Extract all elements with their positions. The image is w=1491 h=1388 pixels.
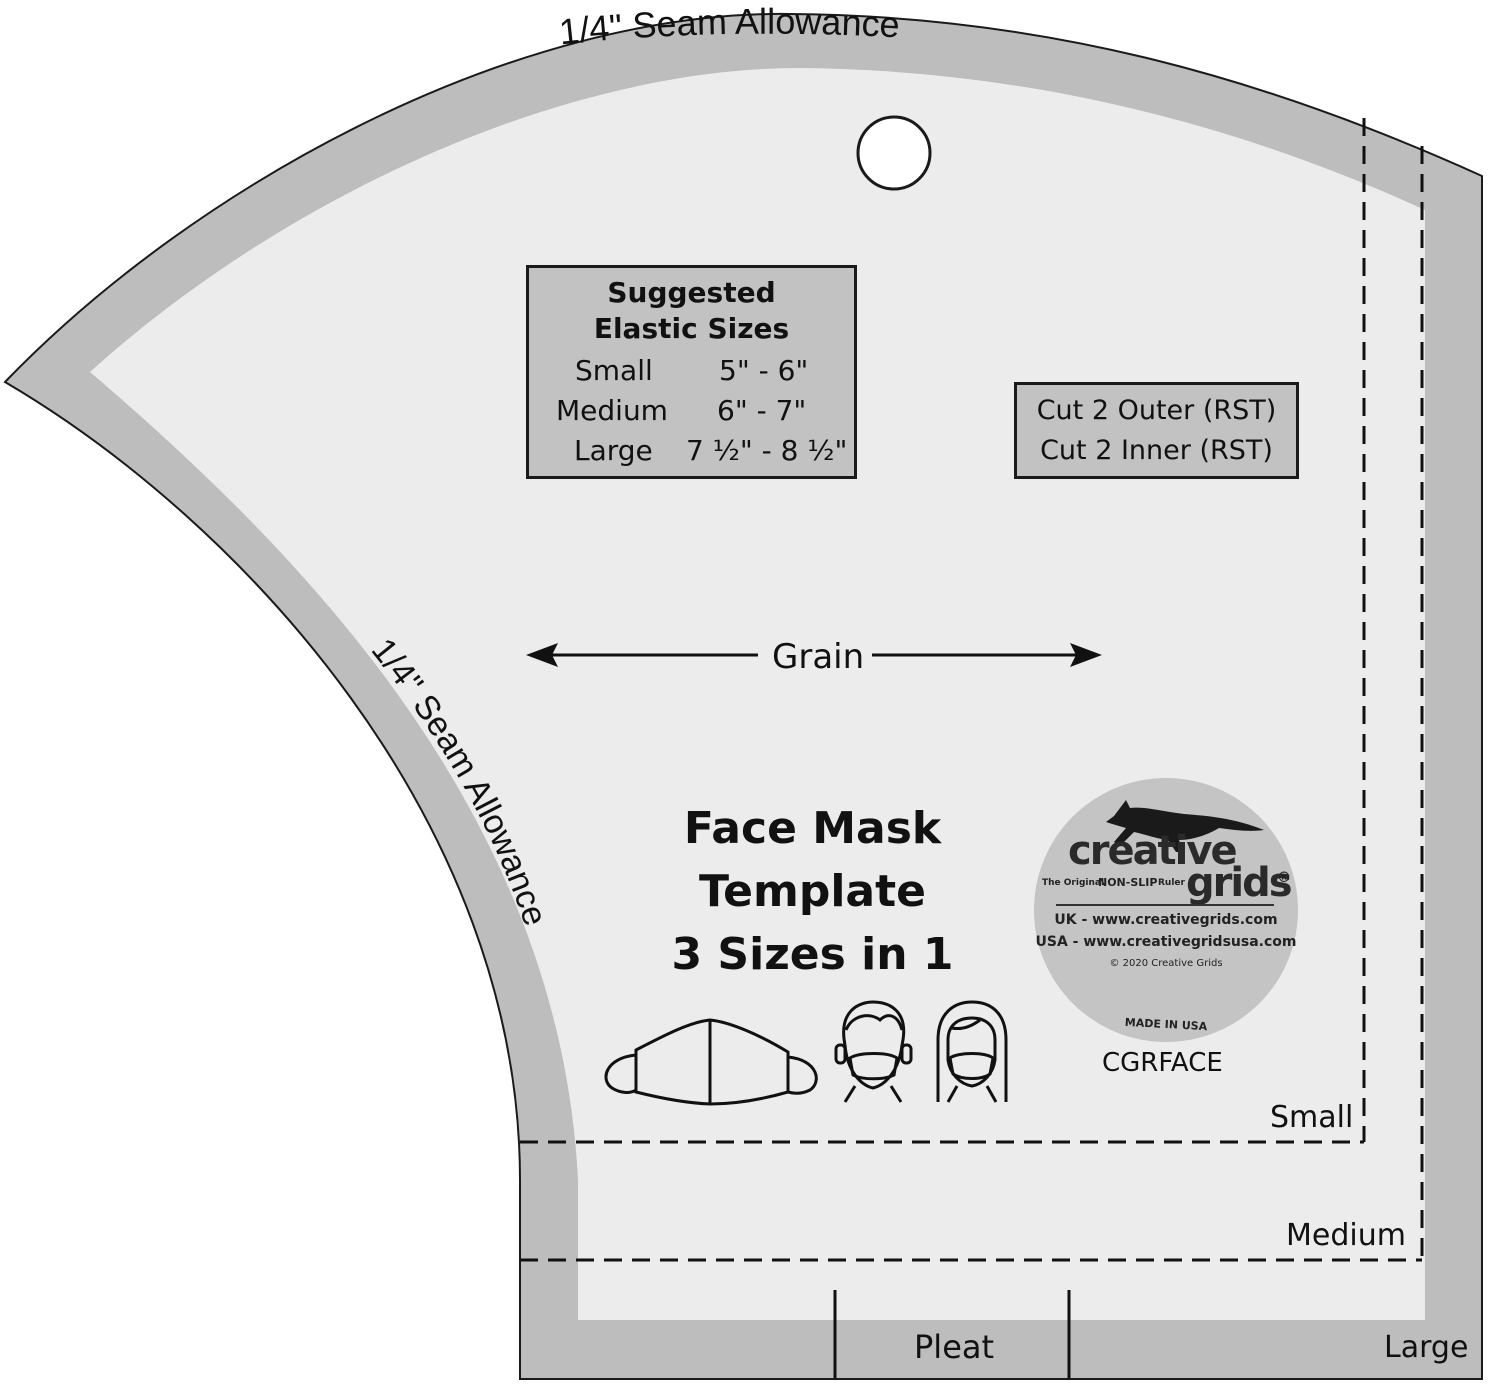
woman-with-mask-icon bbox=[936, 1000, 1008, 1103]
logo-copyright: © 2020 Creative Grids bbox=[1109, 958, 1223, 969]
hanging-hole-icon bbox=[856, 115, 932, 191]
creative-grids-logo: creative grids ® The Original NON-SLIP R… bbox=[1034, 778, 1298, 1042]
logo-tagline-bold: NON-SLIP bbox=[1098, 876, 1158, 889]
pleat-label: Pleat bbox=[914, 1328, 995, 1366]
product-code: CGRFACE bbox=[1102, 1048, 1223, 1078]
cut-outer-label: Cut 2 Outer (RST) bbox=[1036, 395, 1277, 426]
size-label-medium: Medium bbox=[1286, 1218, 1406, 1253]
elastic-title-line1: Suggested bbox=[607, 276, 776, 309]
size-label-large: Large bbox=[1384, 1330, 1469, 1365]
elastic-title-line2: Elastic Sizes bbox=[593, 312, 790, 345]
logo-uk-website: UK - www.creativegrids.com bbox=[1054, 912, 1278, 928]
man-with-mask-icon bbox=[834, 1000, 913, 1103]
grain-arrow bbox=[526, 643, 1102, 667]
product-title-line3: 3 Sizes in 1 bbox=[671, 929, 954, 980]
elastic-sizes-box: Suggested Elastic Sizes Small 5" - 6" Me… bbox=[526, 265, 857, 479]
elastic-size-small: Small bbox=[575, 354, 653, 387]
logo-tagline-prefix: The Original bbox=[1042, 878, 1105, 888]
cut-instructions-box: Cut 2 Outer (RST) Cut 2 Inner (RST) bbox=[1014, 382, 1299, 479]
logo-registered-mark: ® bbox=[1277, 870, 1291, 886]
elastic-length-large: 7 ½" - 8 ½" bbox=[686, 434, 848, 467]
fox-icon bbox=[1106, 800, 1264, 852]
size-label-small: Small bbox=[1270, 1100, 1354, 1135]
logo-usa-website: USA - www.creativegridsusa.com bbox=[1035, 934, 1297, 950]
product-title-line1: Face Mask bbox=[683, 803, 942, 854]
logo-tagline-suffix: Ruler bbox=[1158, 878, 1185, 888]
product-title-line2: Template bbox=[698, 866, 926, 917]
logo-word-creative: creative bbox=[1068, 828, 1238, 874]
grain-label: Grain bbox=[772, 637, 865, 677]
stitch-area bbox=[90, 68, 1425, 1320]
elastic-size-large: Large bbox=[574, 434, 653, 467]
logo-word-grids: grids bbox=[1186, 860, 1293, 906]
elastic-size-medium: Medium bbox=[556, 394, 668, 427]
logo-divider bbox=[1056, 904, 1274, 906]
mask-icon bbox=[604, 1018, 818, 1106]
elastic-length-medium: 6" - 7" bbox=[717, 394, 807, 427]
elastic-length-small: 5" - 6" bbox=[719, 354, 809, 387]
cut-inner-label: Cut 2 Inner (RST) bbox=[1040, 435, 1273, 466]
